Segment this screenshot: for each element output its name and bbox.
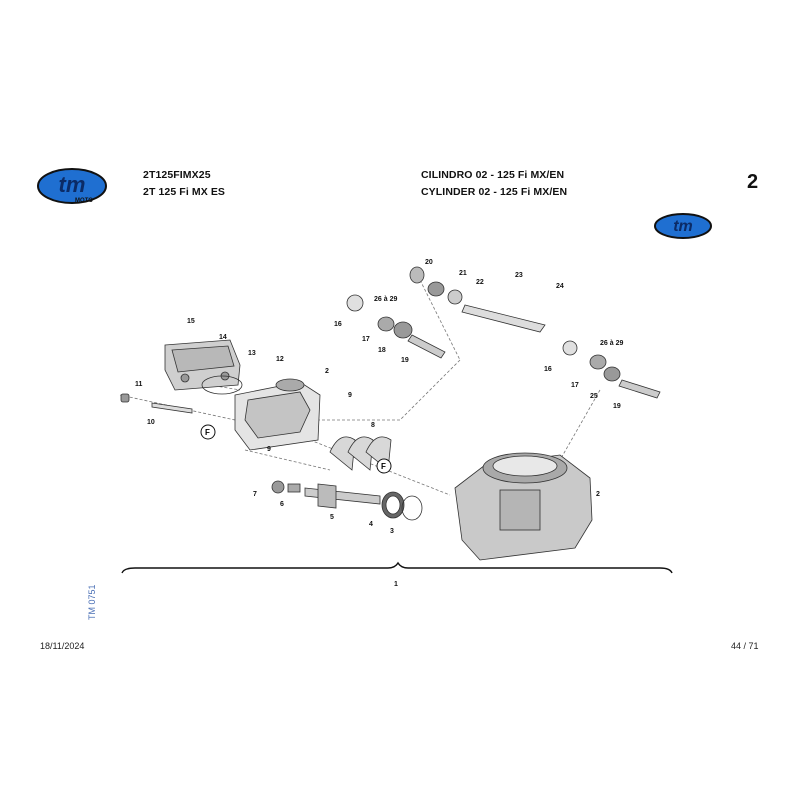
callout-8: 8 [371,422,375,429]
callout-26a: 26 à 29 [374,296,397,303]
footer-date: 18/11/2024 [40,641,85,651]
model-code: 2T125FIMX25 [143,169,211,181]
callout-20: 20 [425,259,433,266]
section-number: 2 [747,171,759,193]
callout-25: 25 [590,393,598,400]
callout-7: 7 [253,491,257,498]
callout-1: 1 [394,581,398,588]
callout-9a: 9 [348,392,352,399]
callout-17a: 17 [362,336,370,343]
footer-page: 44 / 71 [731,641,759,651]
side-code: TM 0751 [87,584,97,620]
title-italian: CILINDRO 02 - 125 Fi MX/EN [421,169,565,181]
svg-text:tm: tm [673,218,693,235]
callout-16a: 16 [334,321,342,328]
callout-15: 15 [187,318,195,325]
callout-16b: 16 [544,366,552,373]
callout-2a: 2 [325,368,329,375]
callout-F-b: F [381,462,386,471]
model-name: 2T 125 Fi MX ES [143,186,226,198]
callout-19b: 19 [613,403,621,410]
callout-23: 23 [515,272,523,279]
callout-5: 5 [330,514,334,521]
callout-3: 3 [390,528,394,535]
callout-18: 18 [378,347,386,354]
callout-17b: 17 [571,382,579,389]
tm-logo-large: tm MOTO [37,168,107,204]
callout-24: 24 [556,283,564,290]
callout-14: 14 [219,334,227,341]
callout-19a: 19 [401,357,409,364]
logo-text: tm [59,172,86,197]
callout-13: 13 [248,350,256,357]
callout-10: 10 [147,419,155,426]
callout-11: 11 [135,381,143,388]
svg-text:MOTO: MOTO [75,198,93,204]
callout-22: 22 [476,279,484,286]
callout-F-a: F [205,428,210,437]
tm-logo-small: tm [654,213,712,239]
callout-4: 4 [369,521,373,528]
callout-26b: 26 à 29 [600,340,623,347]
title-english: CYLINDER 02 - 125 Fi MX/EN [421,186,568,198]
callout-21: 21 [459,270,467,277]
callout-12: 12 [276,356,284,363]
callout-9b: 9 [267,446,271,453]
callout-2b: 2 [596,491,600,498]
callout-6: 6 [280,501,284,508]
